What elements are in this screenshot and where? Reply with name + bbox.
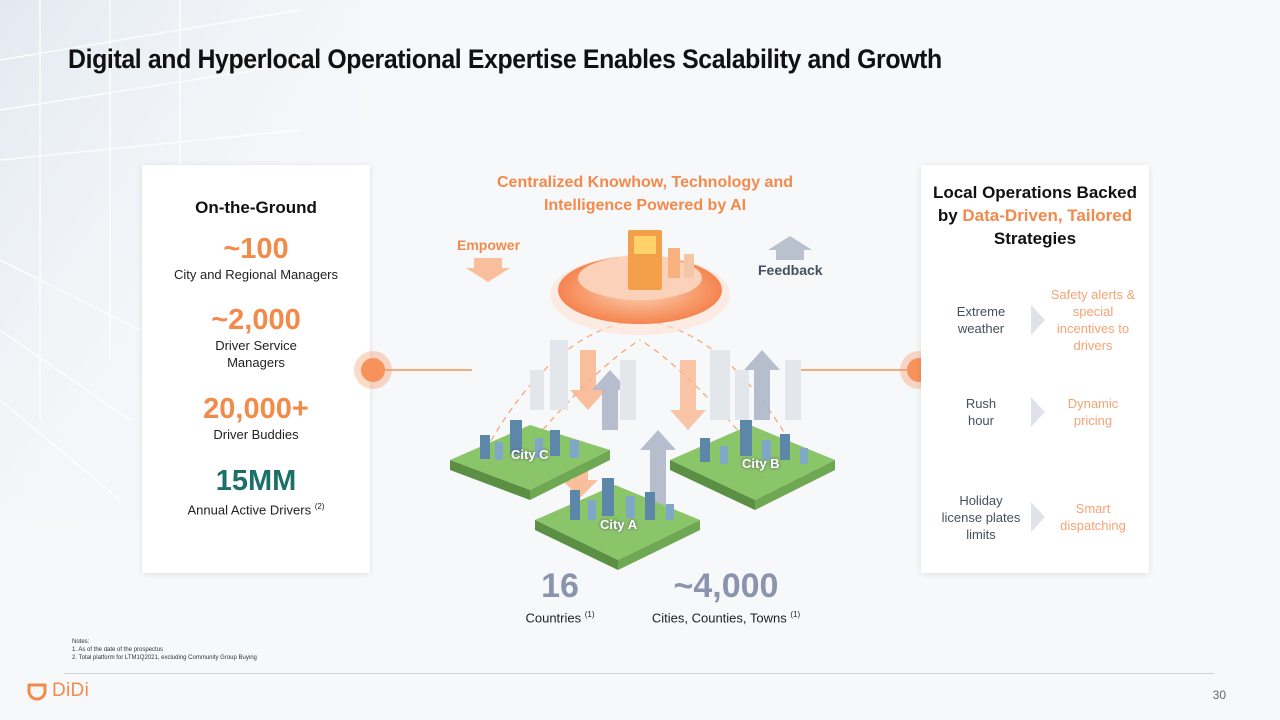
effect-line: drivers <box>1073 338 1113 353</box>
cause-line: limits <box>966 526 996 542</box>
countries-label-text: Countries <box>525 610 582 626</box>
countries-value: 16 <box>541 567 579 605</box>
strategy-effect: Safety alerts & special incentives to dr… <box>1047 285 1139 355</box>
stat-label-line: Driver Service <box>215 338 297 353</box>
notes-heading: Notes: <box>72 639 90 645</box>
cities-label-text: Cities, Counties, Towns <box>651 610 787 626</box>
stat-label: Driver Buddies <box>213 427 299 442</box>
didi-logo-icon <box>27 683 47 701</box>
right-connector-line <box>790 369 920 371</box>
empower-label: Empower <box>457 237 521 253</box>
effect-line: Dynamic <box>1067 396 1119 411</box>
footer-divider <box>64 673 1214 674</box>
countries-label: Countries (1) <box>500 610 620 625</box>
strategy-effect: Smart dispatching <box>1047 482 1139 552</box>
local-operations-heading: Local Operations Backed by Data-Driven, … <box>921 181 1149 250</box>
strategy-row-rush-hour: Rush hour Dynamic pricing <box>921 377 1149 447</box>
strategy-effect: Dynamic pricing <box>1047 377 1139 447</box>
feedback-label: Feedback <box>758 262 823 278</box>
countries-stat: 16 Countries (1) <box>500 566 620 625</box>
stat-label-text: Annual Active Drivers <box>187 502 312 518</box>
footnotes: Notes: 1. As of the date of the prospect… <box>72 638 257 662</box>
cause-line: Holiday <box>959 492 1003 508</box>
strategy-cause: Rush hour <box>935 377 1027 447</box>
cause-line: Rush <box>965 396 997 411</box>
stat-label: Driver Service Managers <box>142 337 370 371</box>
local-operations-card: Local Operations Backed by Data-Driven, … <box>921 165 1149 573</box>
city-c-label: City C <box>511 447 549 462</box>
cities-stat: ~4,000 Cities, Counties, Towns (1) <box>636 566 816 625</box>
logo-text: DiDi <box>52 680 90 701</box>
center-heading-line: Intelligence Powered by AI <box>543 197 747 214</box>
city-b-label: City B <box>742 456 780 471</box>
strategy-cause: Extreme weather <box>935 285 1027 355</box>
didi-logo: DiDi <box>26 680 89 702</box>
heading-highlight: Data-Driven, Tailored <box>962 206 1133 225</box>
heading-line: Strategies <box>993 229 1077 248</box>
city-a-label: City A <box>600 517 638 532</box>
effect-line: incentives to <box>1056 321 1130 336</box>
page-number: 30 <box>1212 688 1226 702</box>
note-item: 2. Total platform for LTM1Q2021, excludi… <box>72 655 257 661</box>
on-the-ground-heading: On-the-Ground <box>195 198 317 217</box>
chevron-right-icon <box>1031 397 1045 427</box>
stat-value: ~100 <box>223 233 289 265</box>
strategy-cause: Holiday license plates limits <box>935 482 1027 552</box>
stat-driver-buddies: 20,000+ Driver Buddies <box>142 392 370 443</box>
feedback-up-arrow-icon <box>768 236 812 260</box>
center-heading: Centralized Knowhow, Technology and Inte… <box>470 171 820 217</box>
stat-label: City and Regional Managers <box>173 267 339 282</box>
cities-value: ~4,000 <box>673 567 779 605</box>
cities-label: Cities, Counties, Towns (1) <box>636 610 816 625</box>
on-the-ground-card: On-the-Ground ~100 City and Regional Man… <box>142 165 370 573</box>
heading-line: Local Operations Backed <box>932 183 1138 202</box>
footnote-marker: (1) <box>790 610 801 619</box>
stat-driver-service-managers: ~2,000 Driver Service Managers <box>142 303 370 371</box>
effect-line: special <box>1072 304 1114 319</box>
cause-line: Extreme <box>956 304 1006 319</box>
left-connector-dot <box>354 351 392 389</box>
footnote-marker: (2) <box>314 502 325 511</box>
footnote-marker: (1) <box>584 610 595 619</box>
center-heading-line: Centralized Knowhow, Technology and <box>496 174 793 191</box>
slide-title: Digital and Hyperlocal Operational Exper… <box>68 44 942 74</box>
effect-line: Smart <box>1075 501 1111 516</box>
stat-label: Annual Active Drivers (2) <box>142 498 370 518</box>
cause-line: weather <box>957 321 1005 336</box>
stat-annual-active-drivers: 15MM Annual Active Drivers (2) <box>142 464 370 518</box>
strategy-row-weather: Extreme weather Safety alerts & special … <box>921 285 1149 355</box>
effect-line: dispatching <box>1060 518 1126 533</box>
note-item: 1. As of the date of the prospectus <box>72 647 164 653</box>
chevron-right-icon <box>1031 502 1045 532</box>
strategy-row-holiday: Holiday license plates limits Smart disp… <box>921 482 1149 552</box>
cause-line: license plates <box>941 509 1021 525</box>
chevron-right-icon <box>1031 305 1045 335</box>
effect-line: pricing <box>1073 413 1113 428</box>
empower-down-arrow-icon <box>466 258 510 282</box>
left-connector-line <box>372 369 472 371</box>
stat-label-line: Managers <box>227 355 285 370</box>
cause-line: hour <box>967 413 994 428</box>
stat-value: ~2,000 <box>211 304 301 336</box>
stat-value: 20,000+ <box>203 393 309 425</box>
stat-city-managers: ~100 City and Regional Managers <box>142 232 370 283</box>
stat-value: 15MM <box>215 465 297 497</box>
heading-by: by <box>937 206 963 225</box>
effect-line: Safety alerts & <box>1050 287 1136 302</box>
city-illustration <box>450 230 835 570</box>
